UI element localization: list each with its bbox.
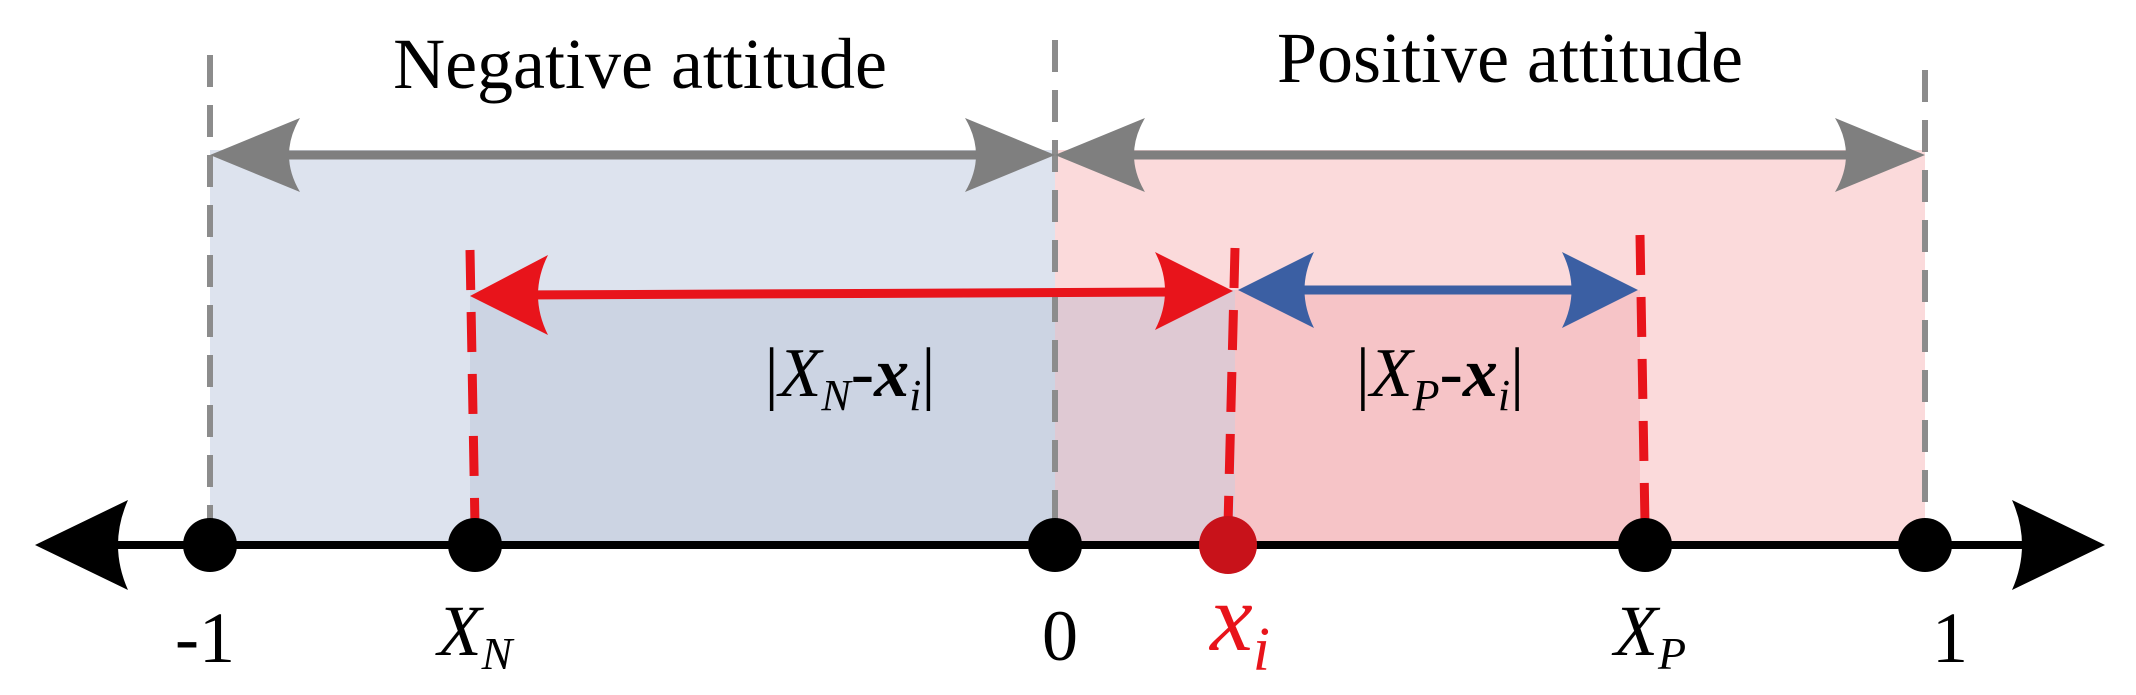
negative-distance-arrow — [519, 287, 1181, 300]
number-line-arrowhead-right — [2012, 500, 2105, 590]
positive-range-arrowhead-left — [1055, 118, 1145, 192]
negative-distance-arrowhead-right — [1155, 252, 1233, 330]
label-xi: xi — [1208, 564, 1270, 684]
xn-to-zero-region — [470, 290, 1055, 545]
negative-distance-label: |XN-xi| — [765, 335, 936, 420]
point-one — [1898, 518, 1952, 572]
point-xi — [1199, 516, 1257, 574]
negative-range-arrowhead-left — [210, 118, 300, 192]
number-line-arrowhead-left — [35, 500, 128, 590]
negative-range-arrowhead-right — [965, 118, 1055, 192]
xi-to-xp-region — [1235, 290, 1640, 545]
positive-attitude-heading: Positive attitude — [1277, 18, 1743, 98]
point-xp — [1618, 518, 1672, 572]
point-xn — [448, 518, 502, 572]
point-zero — [1028, 518, 1082, 572]
negative-attitude-heading: Negative attitude — [393, 24, 887, 104]
positive-distance-label: |XP-xi| — [1356, 335, 1524, 420]
label-minus-one: -1 — [175, 598, 235, 678]
positive-distance-arrowhead-left — [1238, 252, 1314, 328]
point-minus-one — [183, 518, 237, 572]
xi-marker-line — [1223, 247, 1240, 526]
label-zero: 0 — [1042, 596, 1078, 676]
zero-to-xi-region — [1055, 290, 1235, 545]
negative-distance-arrowhead-left — [470, 255, 548, 335]
xn-marker-line — [465, 249, 480, 526]
xp-marker-line — [1635, 234, 1650, 526]
label-xn: XN — [435, 591, 515, 679]
positive-range-arrowhead-right — [1835, 118, 1925, 192]
label-xp: XP — [1611, 591, 1686, 679]
positive-distance-arrowhead-right — [1562, 252, 1638, 328]
label-one: 1 — [1932, 598, 1968, 678]
